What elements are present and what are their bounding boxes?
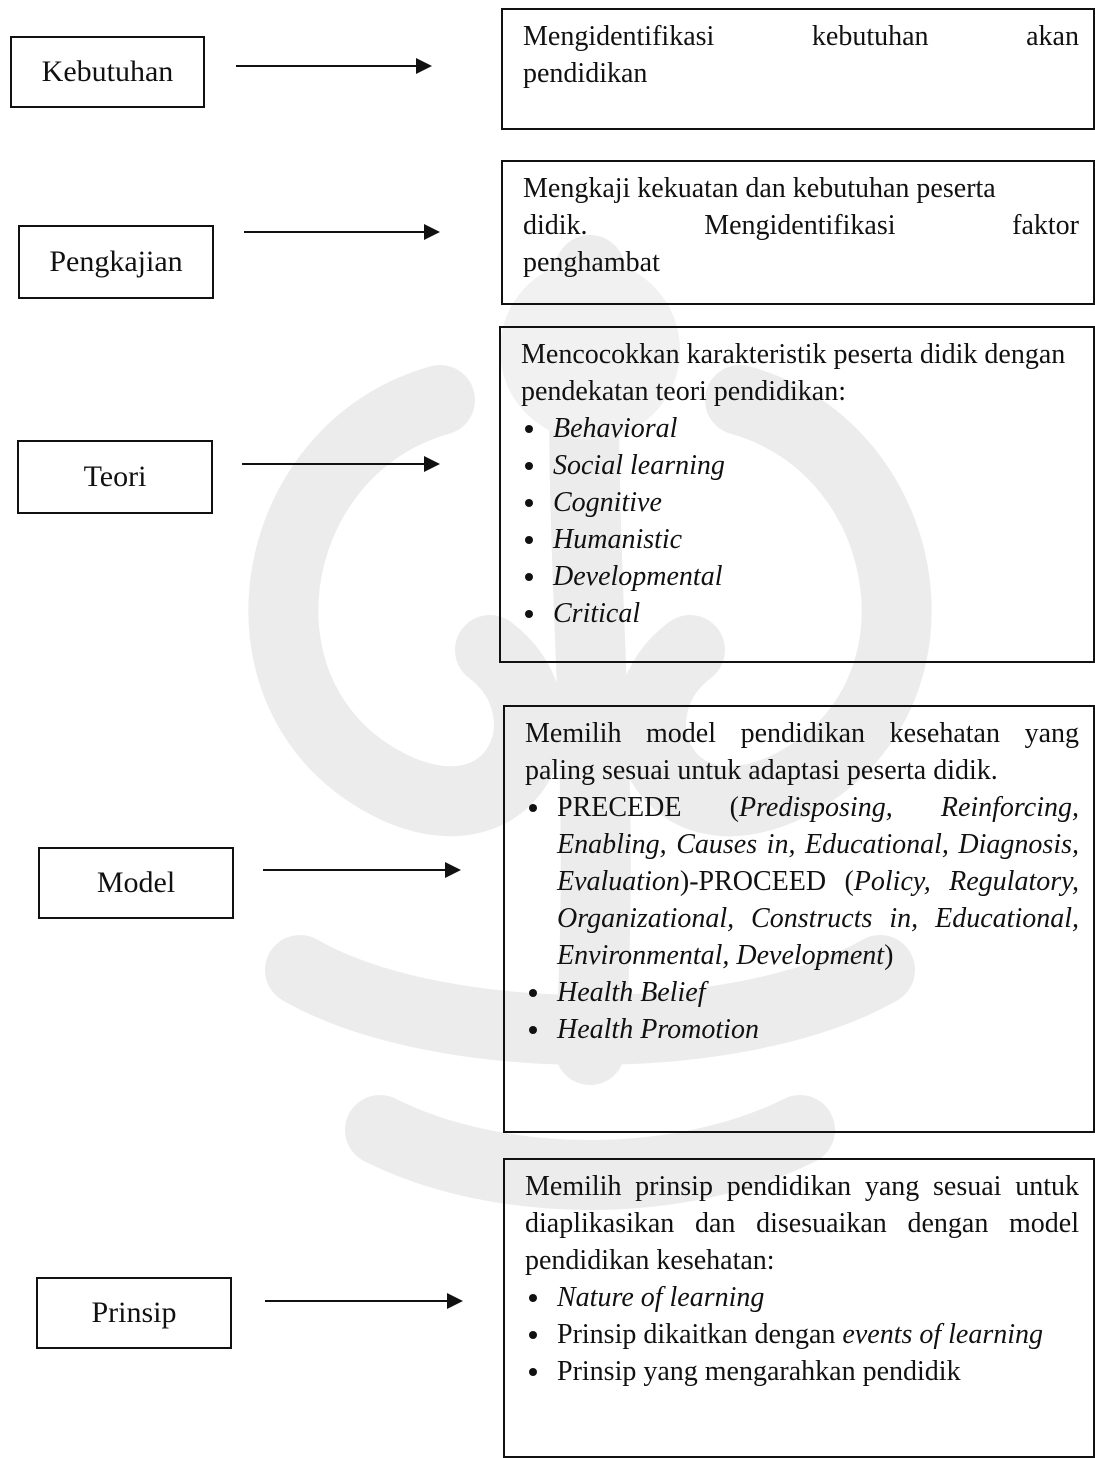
- desc-box-pengkajian: Mengkaji kekuatan dan kebutuhan peserta …: [501, 160, 1095, 305]
- desc-pengkajian-line2: didik. Mengidentifikasi faktor: [523, 207, 1079, 244]
- arrow-prinsip: [265, 1293, 463, 1309]
- step-box-teori: Teori: [17, 440, 213, 514]
- list-item: Cognitive: [521, 484, 1079, 521]
- desc-teori: Mencocokkan karakteristik peserta didik …: [521, 339, 1066, 407]
- step-box-kebutuhan: Kebutuhan: [10, 36, 205, 108]
- desc-kebutuhan-line1: Mengidentifikasi kebutuhan akan: [523, 18, 1079, 55]
- desc-box-prinsip: Memilih prinsip pendidikan yang sesuai u…: [503, 1158, 1095, 1458]
- precede-name: PRECEDE: [557, 792, 682, 823]
- model-list: PRECEDE (Predisposing, Reinforcing, Enab…: [525, 789, 1079, 1048]
- step-label-pengkajian: Pengkajian: [49, 245, 183, 278]
- desc-pengkajian-line1: Mengkaji kekuatan dan kebutuhan peserta: [523, 173, 996, 204]
- desc-kebutuhan-line2: pendidikan: [523, 58, 648, 89]
- desc-box-kebutuhan: Mengidentifikasi kebutuhan akan pendidik…: [501, 8, 1095, 130]
- desc-pengkajian-line3: penghambat: [523, 247, 660, 278]
- step-label-prinsip: Prinsip: [91, 1296, 177, 1329]
- desc-word: faktor: [1012, 210, 1079, 241]
- arrow-pengkajian: [244, 224, 440, 240]
- list-item: Health Belief: [525, 974, 1079, 1011]
- teori-list: Behavioral Social learning Cognitive Hum…: [521, 410, 1079, 632]
- prinsip-list: Nature of learning Prinsip dikaitkan den…: [525, 1279, 1079, 1390]
- proceed-joiner: )-PROCEED: [679, 866, 827, 897]
- desc-prinsip: Memilih prinsip pendidikan yang sesuai u…: [525, 1171, 1079, 1276]
- list-item-precede: PRECEDE (Predisposing, Reinforcing, Enab…: [525, 789, 1079, 974]
- list-item: Humanistic: [521, 521, 1079, 558]
- arrow-teori: [242, 456, 440, 472]
- step-box-prinsip: Prinsip: [36, 1277, 232, 1349]
- list-item: Developmental: [521, 558, 1079, 595]
- list-item: Nature of learning: [525, 1279, 1079, 1316]
- list-item: Health Promotion: [525, 1011, 1079, 1048]
- desc-word: akan: [1026, 21, 1079, 52]
- list-item: Prinsip yang mengarahkan pendidik: [525, 1353, 1079, 1390]
- desc-word: Mengidentifikasi: [704, 210, 896, 241]
- desc-word: Mengidentifikasi: [523, 21, 715, 52]
- item-italic: events of learning: [842, 1319, 1044, 1350]
- list-item: Critical: [521, 595, 1079, 632]
- arrow-kebutuhan: [236, 58, 432, 74]
- list-item: Social learning: [521, 447, 1079, 484]
- desc-box-model: Memilih model pendidikan kesehatan yang …: [503, 705, 1095, 1133]
- list-item-events: Prinsip dikaitkan dengan events of learn…: [525, 1316, 1079, 1353]
- item-prefix: Prinsip dikaitkan dengan: [557, 1319, 836, 1350]
- precede-expansion: Predisposing, Reinforcing, Enabling, Cau…: [557, 792, 1079, 897]
- desc-word: kebutuhan: [811, 21, 929, 52]
- proceed-expansion: Policy, Regulatory, Organizational, Cons…: [557, 866, 1079, 971]
- step-box-pengkajian: Pengkajian: [18, 225, 214, 299]
- list-item: Behavioral: [521, 410, 1079, 447]
- step-label-kebutuhan: Kebutuhan: [41, 55, 174, 88]
- desc-model: Memilih model pendidikan kesehatan yang …: [525, 718, 1079, 786]
- arrow-model: [263, 862, 461, 878]
- step-label-model: Model: [96, 866, 176, 899]
- step-box-model: Model: [38, 847, 234, 919]
- watermark-emblem: [248, 235, 932, 1210]
- step-label-teori: Teori: [83, 460, 147, 493]
- desc-box-teori: Mencocokkan karakteristik peserta didik …: [499, 326, 1095, 663]
- desc-word: didik.: [523, 210, 588, 241]
